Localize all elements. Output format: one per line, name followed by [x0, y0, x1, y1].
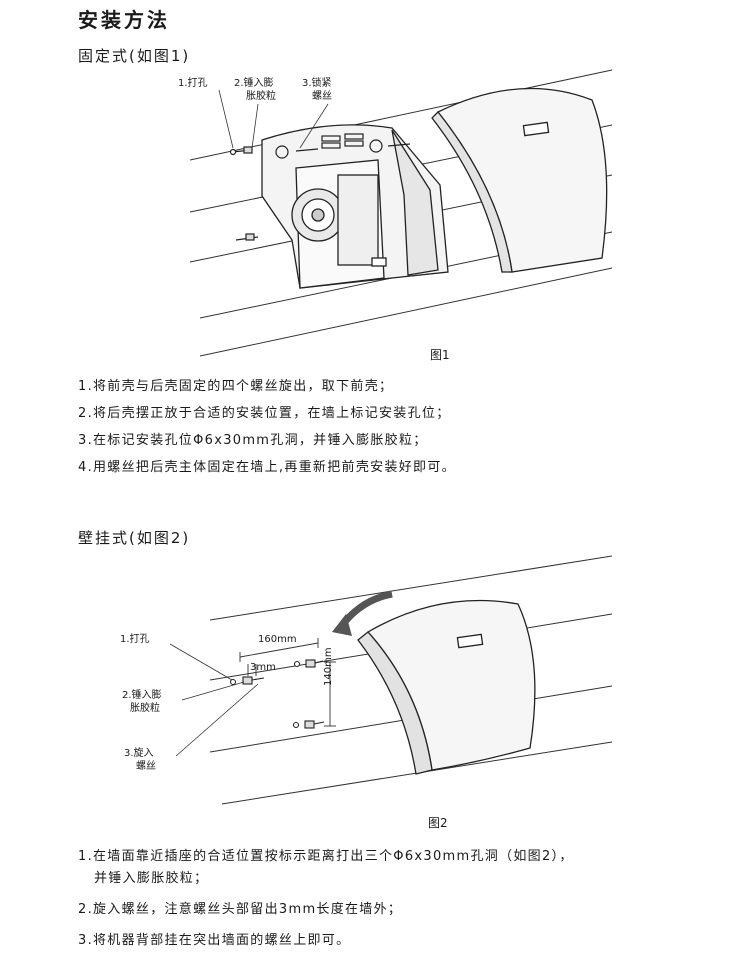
dimension-vertical: 140mm	[323, 647, 334, 686]
figure-1-fixed-installation	[189, 69, 613, 357]
section-heading-wall-mount: 壁挂式(如图2)	[78, 529, 191, 547]
step-2-3: 3.将机器背部挂在突出墙面的螺丝上即可。	[78, 933, 351, 948]
back-shell-illustration	[261, 124, 449, 289]
callout-screw-in-line2: 螺丝	[136, 761, 156, 772]
callout-expansion-plug-2-line2: 胀胶粒	[130, 703, 160, 714]
front-shell-illustration	[431, 87, 608, 273]
step-1-1: 1.将前壳与后壳固定的四个螺丝旋出，取下前壳；	[78, 379, 394, 394]
figure-1-caption: 图1	[430, 348, 450, 362]
dimension-horizontal: 160mm	[258, 634, 297, 645]
step-1-2: 2.将后壳摆正放于合适的安装位置，在墙上标记安装孔位；	[78, 406, 451, 421]
step-2-1: 1.在墙面靠近插座的合适位置按标示距离打出三个Φ6x30mm孔洞（如图2），	[78, 849, 574, 864]
callout-drill-hole: 1.打孔	[178, 78, 208, 89]
dimension-screw-protrusion: 3mm	[250, 662, 276, 673]
figure-2-wall-mount	[169, 555, 613, 805]
callout-tighten-screw-line2: 螺丝	[312, 91, 332, 102]
callout-drill-hole-2: 1.打孔	[120, 634, 150, 645]
figure-2-caption: 图2	[428, 816, 448, 830]
callout-expansion-plug-line2: 胀胶粒	[246, 91, 276, 102]
step-1-3: 3.在标记安装孔位Φ6x30mm孔洞，并锤入膨胀胶粒；	[78, 433, 428, 448]
page-title: 安装方法	[78, 8, 170, 32]
callout-tighten-screw-line1: 3.锁紧	[302, 78, 332, 89]
callout-expansion-plug-line1: 2.锤入膨	[234, 78, 274, 89]
step-1-4: 4.用螺丝把后壳主体固定在墙上,再重新把前壳安装好即可。	[78, 460, 456, 475]
section-heading-fixed: 固定式(如图1)	[78, 47, 191, 65]
callout-expansion-plug-2-line1: 2.锤入膨	[122, 690, 162, 701]
step-2-2: 2.旋入螺丝，注意螺丝头部留出3mm长度在墙外；	[78, 902, 403, 917]
hand-dryer-illustration	[357, 599, 536, 775]
arrow-head-icon	[332, 614, 352, 636]
step-2-1-cont: 并锤入膨胀胶粒；	[94, 871, 209, 886]
callout-screw-in-line1: 3.旋入	[124, 748, 154, 759]
